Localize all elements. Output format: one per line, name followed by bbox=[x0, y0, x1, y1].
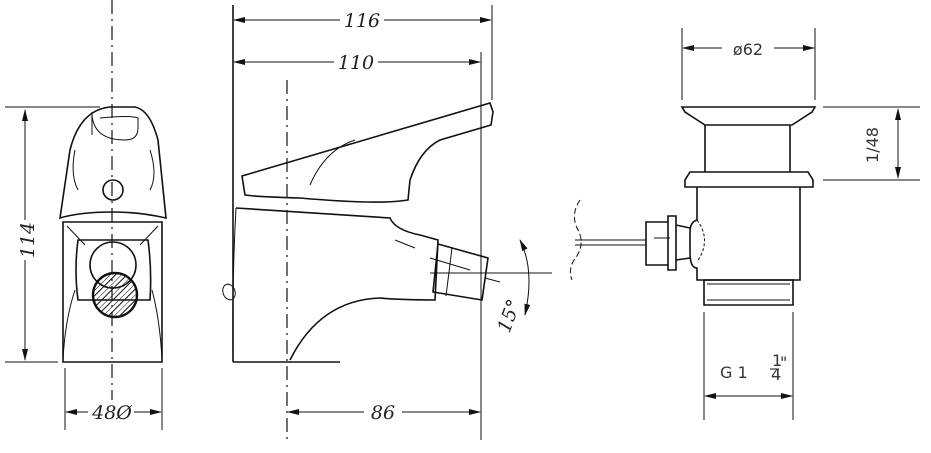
spout-nozzle bbox=[432, 242, 489, 301]
lever-pin-icon bbox=[102, 179, 124, 201]
handle-cap bbox=[59, 106, 167, 220]
flange-diameter-label: ø62 bbox=[733, 40, 763, 59]
lever-length-label: 110 bbox=[338, 52, 374, 74]
width-dimension-label: 48Ø bbox=[91, 402, 132, 424]
svg-text:4: 4 bbox=[771, 365, 781, 384]
svg-text:": " bbox=[780, 353, 787, 372]
spout-angle-label: 15° bbox=[493, 296, 525, 335]
waste-collar bbox=[684, 171, 814, 188]
spout-reach-label: 86 bbox=[371, 402, 395, 424]
waste-flange bbox=[680, 106, 817, 126]
front-view: 114 48Ø bbox=[5, 0, 167, 430]
side-view: 15° 116 110 86 bbox=[222, 5, 552, 440]
lever-handle bbox=[241, 102, 494, 203]
thread-size-label: G 1 1 4 " bbox=[720, 351, 787, 384]
front-body bbox=[62, 221, 163, 363]
svg-text:1: 1 bbox=[772, 351, 782, 370]
height-dimension-label: 114 bbox=[17, 222, 39, 258]
waste-thread bbox=[703, 279, 794, 306]
waste-view: ø62 1/48 G 1 1 4 " bbox=[569, 28, 920, 420]
svg-text:G 1: G 1 bbox=[720, 363, 748, 382]
flange-height-label: 1/48 bbox=[863, 127, 882, 163]
aerator-icon bbox=[91, 271, 139, 319]
overall-length-label: 116 bbox=[344, 10, 380, 32]
